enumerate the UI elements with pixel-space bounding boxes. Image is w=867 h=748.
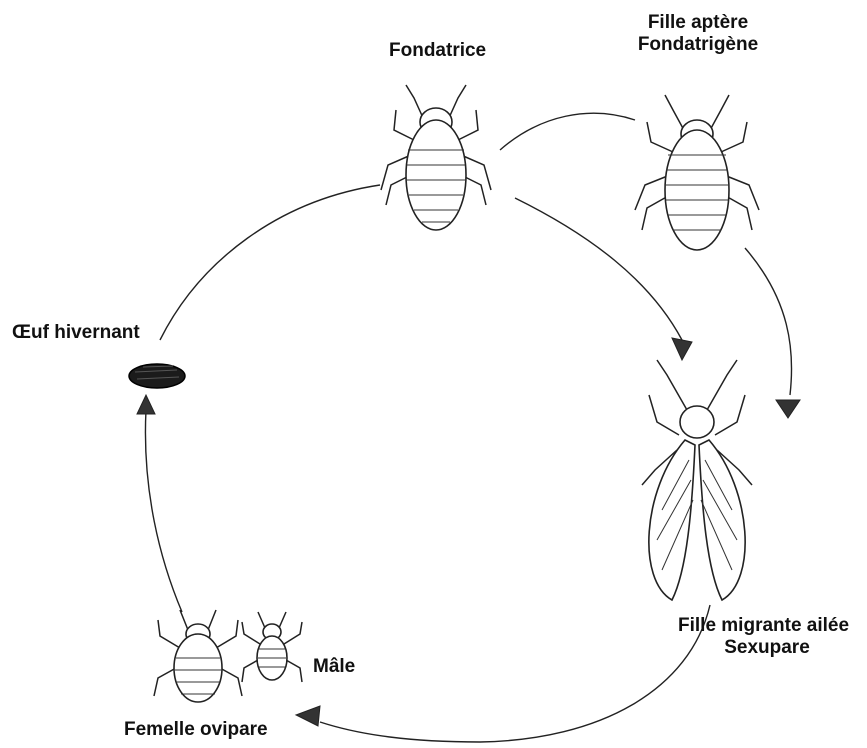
label-fille-aptere-line1: Fille aptère — [618, 12, 778, 34]
arrow-fondatrice-to-winged — [515, 198, 682, 340]
label-oeuf-hivernant: Œuf hivernant — [12, 322, 140, 344]
arrowhead-fondatrice-to-winged — [672, 338, 692, 360]
overwintering-egg-icon — [129, 364, 185, 388]
fille-aptere-aphid-icon — [635, 95, 759, 250]
arrow-female-to-egg — [145, 410, 182, 612]
label-femelle-ovipare: Femelle ovipare — [124, 719, 268, 741]
arrow-fille-to-winged — [745, 248, 792, 395]
label-male: Mâle — [313, 656, 355, 678]
arrowhead-winged-to-female — [296, 706, 320, 726]
label-fondatrice: Fondatrice — [389, 40, 486, 62]
fondatrice-aphid-icon — [381, 85, 491, 230]
label-fille-migrante-line2: Sexupare — [678, 637, 856, 659]
arrowhead-fille-to-winged — [776, 400, 800, 418]
oviparous-female-aphid-icon — [154, 610, 242, 702]
label-fille-aptere-line2: Fondatrigène — [618, 34, 778, 56]
arrow-winged-to-female — [320, 605, 710, 742]
arrowhead-female-to-egg — [137, 395, 155, 414]
male-aphid-icon — [242, 612, 302, 682]
arrow-egg-to-fondatrice — [160, 185, 380, 340]
arrow-fondatrice-to-fille — [500, 113, 635, 150]
winged-aphid-icon — [642, 360, 752, 600]
label-fille-migrante-line1: Fille migrante ailée — [678, 615, 849, 637]
